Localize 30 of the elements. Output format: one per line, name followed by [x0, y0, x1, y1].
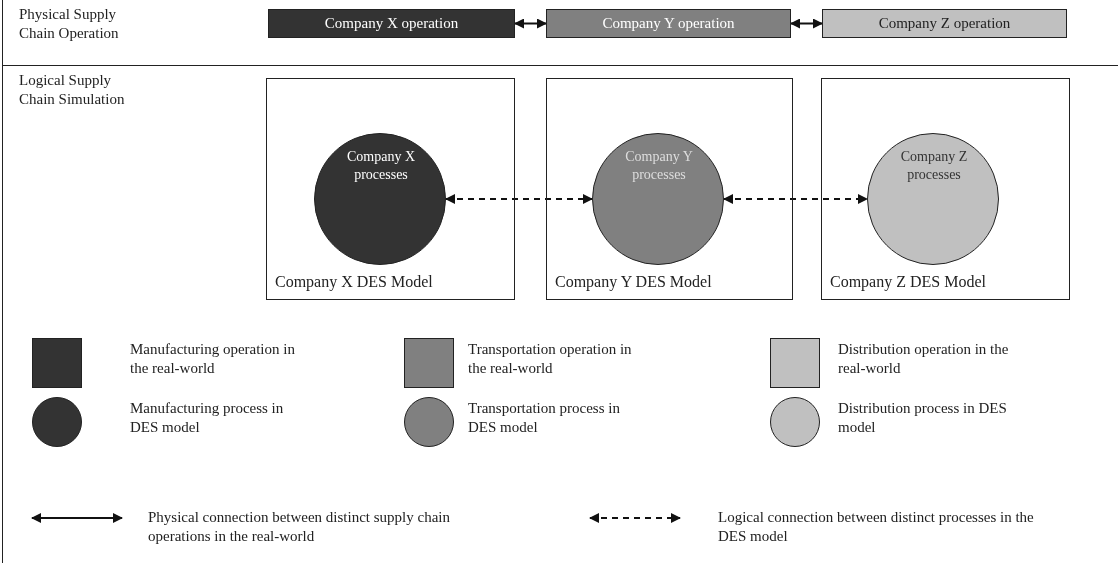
lane-title: Logical Supply Chain Simulation	[19, 71, 126, 109]
legend-text: Manufacturing process in DES model	[130, 399, 285, 437]
node-label: Company X operation	[324, 14, 459, 33]
operation-box	[822, 9, 1067, 38]
connector-arrow	[723, 194, 868, 204]
node-label: Company X DES Model	[275, 272, 433, 291]
legend-text: Transportation operation in the real-world	[468, 340, 633, 378]
legend-text: Manufacturing operation in the real-world	[130, 340, 296, 378]
legend-text: Logical connection between distinct processes in the DES model	[718, 508, 1035, 546]
connector-arrow	[790, 18, 823, 29]
legend-text: Distribution process in DES model	[838, 399, 1008, 437]
model-box	[546, 78, 793, 300]
node-label: Company Y operation	[602, 14, 735, 33]
swimlane-band	[2, 0, 1118, 66]
lane-title: Physical Supply Chain Operation	[19, 5, 120, 43]
connector-arrow	[445, 194, 593, 204]
legend-text: Physical connection between distinct supply chain operations in the real-world	[148, 508, 451, 546]
node-label: Company Y DES Model	[555, 272, 712, 291]
node-label: Company X processes	[345, 148, 417, 184]
node-label: Company Z processes	[899, 148, 969, 184]
connector-arrow	[514, 18, 547, 29]
legend-text: Transportation process in DES model	[468, 399, 621, 437]
operation-box	[546, 9, 791, 38]
model-box	[821, 78, 1070, 300]
legend-text: Distribution operation in the real-world	[838, 340, 1010, 378]
node-label: Company Z operation	[878, 14, 1011, 33]
node-label: Company Z DES Model	[830, 272, 986, 291]
model-box	[266, 78, 515, 300]
operation-box	[268, 9, 515, 38]
node-label: Company Y processes	[624, 148, 694, 184]
